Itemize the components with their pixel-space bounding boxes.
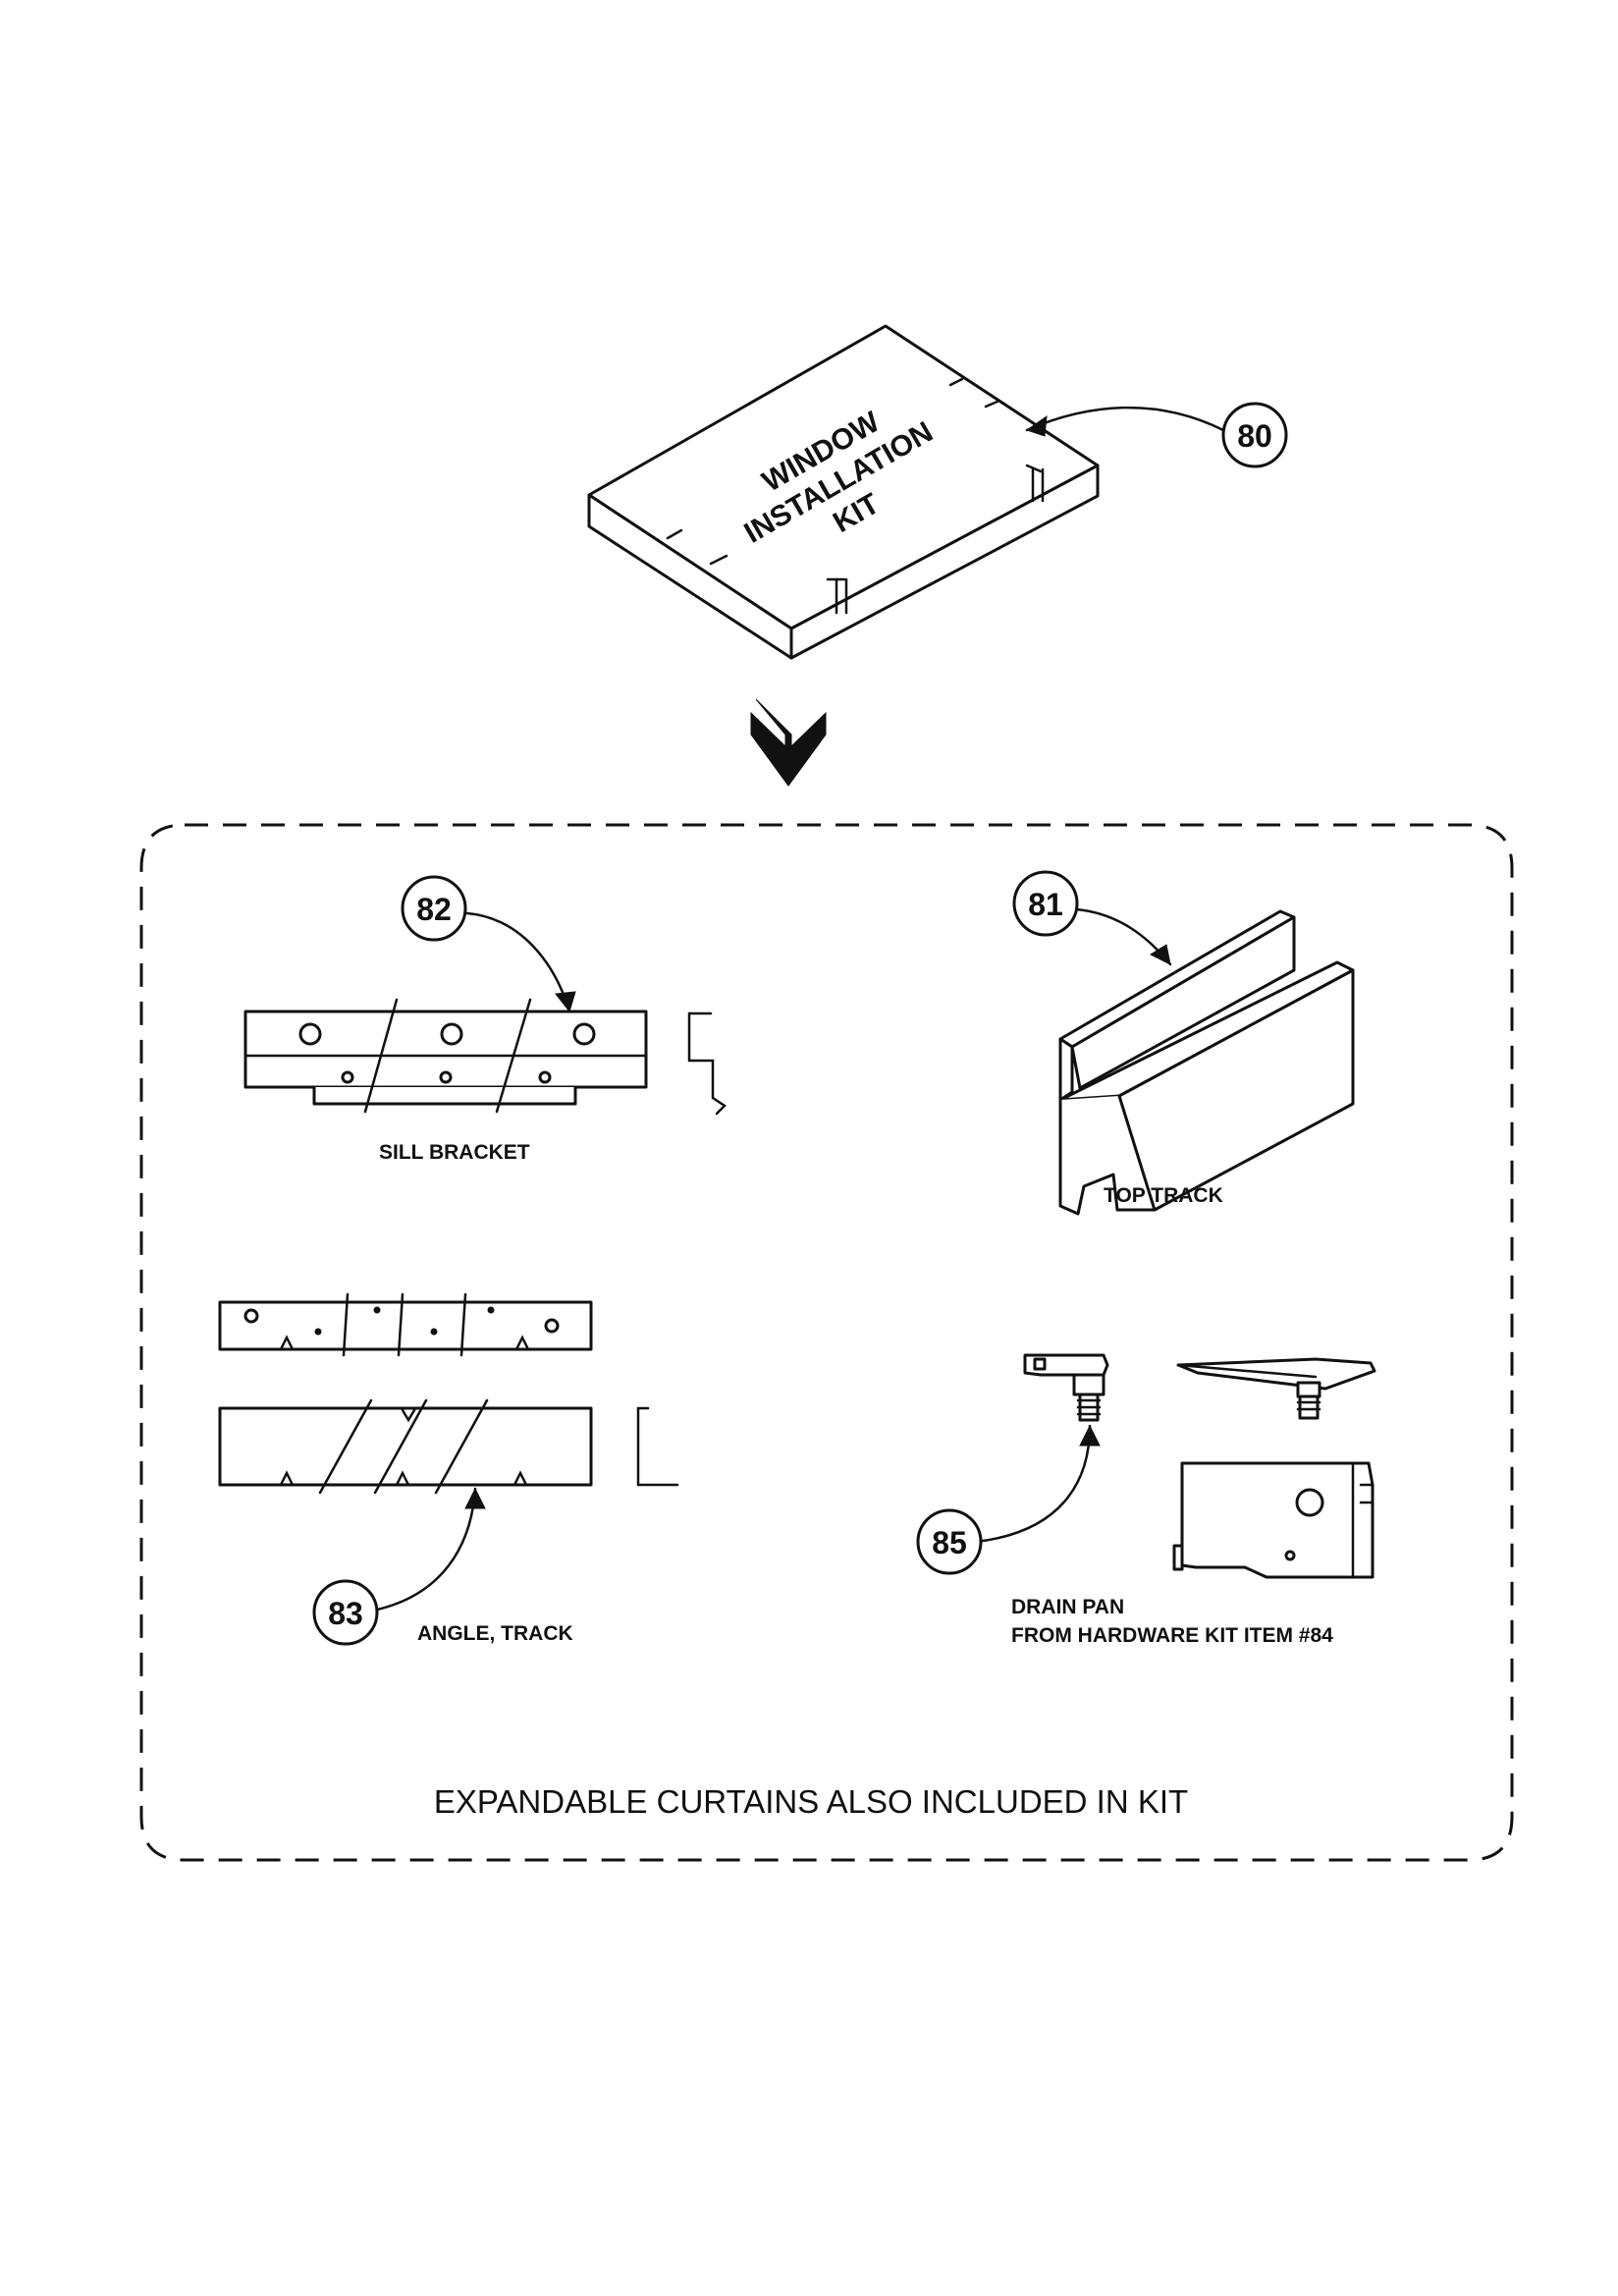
expandable-curtains-note: EXPANDABLE CURTAINS ALSO INCLUDED IN KIT xyxy=(434,1783,1188,1820)
callout-81: 81 xyxy=(1012,870,1172,966)
sill-bracket-label: SILL BRACKET xyxy=(379,1141,530,1164)
callout-80: 80 xyxy=(1025,402,1288,468)
drain-pan-source-label: FROM HARDWARE KIT ITEM #84 xyxy=(1011,1624,1333,1647)
callout-83-number: 83 xyxy=(328,1596,363,1631)
drain-pan-part xyxy=(1023,1353,1376,1579)
drain-pan-label: DRAIN PAN xyxy=(1011,1596,1124,1618)
callout-80-number: 80 xyxy=(1237,418,1272,454)
angle-track-part xyxy=(218,1292,679,1495)
callout-85: 85 xyxy=(916,1424,1101,1575)
callout-82: 82 xyxy=(401,875,576,1013)
sill-bracket-part xyxy=(243,998,727,1116)
callout-82-number: 82 xyxy=(416,892,452,927)
kit-contents-border xyxy=(139,823,1514,1862)
angle-track-label: ANGLE, TRACK xyxy=(417,1622,573,1645)
callout-81-number: 81 xyxy=(1028,887,1063,922)
callout-85-number: 85 xyxy=(932,1525,967,1560)
top-track-part xyxy=(1058,909,1355,1216)
window-installation-kit-box: WINDOW INSTALLATION KIT xyxy=(587,324,1100,660)
callout-83: 83 xyxy=(312,1487,486,1646)
top-track-label: TOP TRACK xyxy=(1104,1184,1223,1207)
down-arrow-icon xyxy=(750,698,827,787)
